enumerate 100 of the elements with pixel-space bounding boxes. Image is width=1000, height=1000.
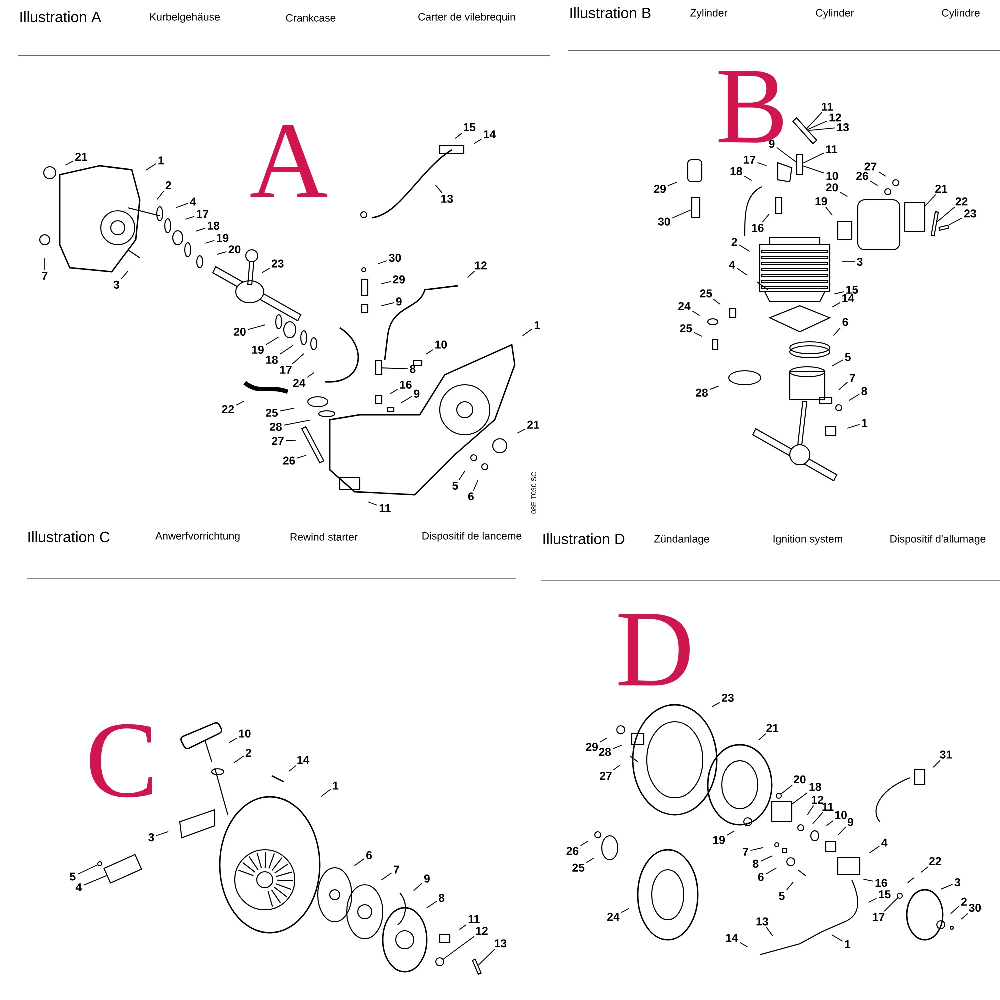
leader-line <box>832 302 841 308</box>
leader-line <box>792 792 808 805</box>
leader-line <box>832 934 844 942</box>
leader-line <box>920 866 929 873</box>
leader-line <box>443 936 475 960</box>
screw-drawing <box>776 792 782 800</box>
screw-drawing <box>796 154 804 176</box>
callout-number: 10 <box>436 340 448 349</box>
callout-number: 14 <box>298 756 310 764</box>
callout-number: 4 <box>882 838 888 847</box>
callout-number: 18 <box>208 222 220 230</box>
leader-line <box>863 878 874 882</box>
callout-number: 15 <box>879 890 891 899</box>
callout-number: 27 <box>272 437 284 446</box>
callout-number: 12 <box>476 927 488 935</box>
leader-line <box>826 820 834 826</box>
leader-line <box>286 440 296 442</box>
leader-line <box>808 120 828 130</box>
callout-number: 6 <box>842 318 848 326</box>
callout-number: 7 <box>42 272 48 280</box>
leader-line <box>838 382 848 391</box>
callout-number: 24 <box>608 913 620 921</box>
leader-line <box>426 901 438 909</box>
callout-number: 3 <box>148 833 154 842</box>
heading-text: Dispositif d'allumage <box>890 535 986 545</box>
leader-line <box>156 831 170 836</box>
leader-line <box>766 868 778 875</box>
leader-line <box>736 268 748 276</box>
leader-line <box>296 455 307 459</box>
heading-text: Dispositif de lanceme <box>422 532 522 542</box>
heading-text: Cylindre <box>942 9 980 19</box>
callout-number: 6 <box>468 492 474 501</box>
callout-number: 16 <box>400 380 412 389</box>
leader-line <box>77 864 98 875</box>
leader-line <box>288 765 297 772</box>
leader-line <box>205 240 216 244</box>
leader-line <box>185 216 196 220</box>
leader-line <box>803 152 824 164</box>
leader-line <box>712 702 720 708</box>
callout-number: 23 <box>722 694 734 702</box>
callout-number: 2 <box>166 182 172 190</box>
leader-line <box>280 345 294 355</box>
leader-line <box>266 336 280 346</box>
callout-number: 24 <box>293 379 306 388</box>
leader-line <box>840 192 848 198</box>
callout-number: 2 <box>732 238 738 246</box>
callout-number: 29 <box>654 185 666 194</box>
leader-line <box>740 942 748 948</box>
leader-line <box>744 176 752 182</box>
callout-number: 8 <box>753 860 759 868</box>
leader-line <box>762 214 770 223</box>
callout-number: 22 <box>956 198 968 206</box>
leader-line <box>808 128 836 132</box>
leader-line <box>262 268 270 274</box>
leader-line <box>522 328 533 336</box>
leader-line <box>458 470 466 481</box>
leader-line <box>806 112 823 130</box>
callout-number: 14 <box>484 130 496 139</box>
callout-number: 7 <box>743 848 748 856</box>
callout-number: 10 <box>239 730 251 738</box>
callout-number: 26 <box>566 847 579 856</box>
leader-line <box>368 502 378 506</box>
leader-line <box>156 190 164 200</box>
callout-number: 12 <box>830 114 842 122</box>
leader-line <box>739 244 750 252</box>
callout-number: 18 <box>730 167 742 176</box>
heading-text: Zündanlage <box>654 535 710 545</box>
leader-line <box>758 734 766 741</box>
callout-number: 29 <box>393 276 406 284</box>
callout-number: 13 <box>442 194 454 204</box>
heading-text: Kurbelgehäuse <box>150 13 220 23</box>
callout-number: 13 <box>756 918 768 926</box>
callout-number: 19 <box>713 836 726 844</box>
callout-number: 20 <box>234 328 246 336</box>
callout-number: 12 <box>475 262 487 270</box>
callout-number: 2 <box>246 749 252 757</box>
leader-line <box>868 898 878 904</box>
callout-number: 31 <box>940 750 952 759</box>
callout-number: 27 <box>864 162 877 171</box>
callout-number: 9 <box>424 874 430 883</box>
pin-drawing <box>375 360 383 376</box>
leader-line <box>694 332 703 338</box>
heading-text: Carter de vilebrequin <box>418 13 516 23</box>
callout-number: 10 <box>826 172 838 180</box>
callout-number: 25 <box>572 864 585 872</box>
callout-number: 20 <box>794 776 806 784</box>
callout-number: 30 <box>389 254 402 262</box>
callout-number: 11 <box>822 803 834 811</box>
callout-number: 5 <box>452 482 458 490</box>
leader-line <box>473 480 479 492</box>
callout-number: 9 <box>848 818 854 826</box>
clip-drawing <box>472 958 482 976</box>
leader-line <box>228 738 238 744</box>
callout-number: 28 <box>599 748 612 756</box>
ignition-module-drawing <box>771 801 793 823</box>
callout-number: 22 <box>222 405 234 414</box>
leader-line <box>354 858 365 866</box>
leader-line <box>960 913 969 920</box>
leader-line <box>378 260 388 264</box>
leader-line <box>382 368 408 370</box>
